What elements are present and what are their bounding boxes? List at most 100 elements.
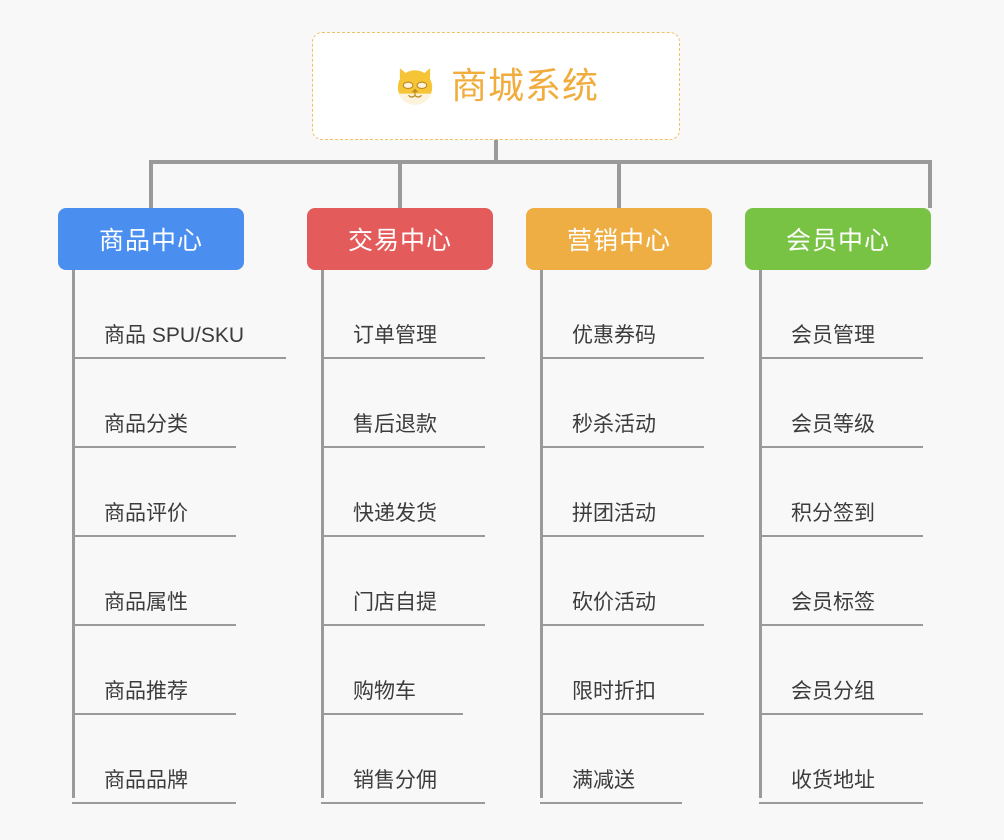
leaf-item[interactable]: 购物车 xyxy=(321,626,493,715)
leaf-underline xyxy=(72,802,236,804)
leaf-item-label: 会员标签 xyxy=(791,591,875,614)
leaf-underline xyxy=(540,802,682,804)
leaf-item-label: 门店自提 xyxy=(353,591,437,614)
leaf-item[interactable]: 限时折扣 xyxy=(540,626,712,715)
category-header-label: 营销中心 xyxy=(566,227,671,255)
connector-drop-col-0 xyxy=(149,160,153,208)
leaf-underline xyxy=(540,713,704,715)
leaf-underline xyxy=(321,802,485,804)
leaf-item-label: 销售分佣 xyxy=(353,769,437,792)
leaf-item[interactable]: 商品评价 xyxy=(72,448,244,537)
leaf-item-label: 优惠券码 xyxy=(572,324,656,347)
leaf-underline xyxy=(72,535,236,537)
leaf-item[interactable]: 会员管理 xyxy=(759,270,931,359)
category-header-trade[interactable]: 交易中心 xyxy=(307,208,493,270)
leaf-item[interactable]: 秒杀活动 xyxy=(540,359,712,448)
category-header-marketing[interactable]: 营销中心 xyxy=(526,208,712,270)
leaf-item[interactable]: 拼团活动 xyxy=(540,448,712,537)
category-header-label: 会员中心 xyxy=(785,227,890,255)
leaf-item[interactable]: 订单管理 xyxy=(321,270,493,359)
leaf-item[interactable]: 满减送 xyxy=(540,715,712,804)
leaf-item[interactable]: 商品品牌 xyxy=(72,715,244,804)
category-column-product: 商品中心 商品 SPU/SKU 商品分类 商品评价 商品属性 商品推荐 xyxy=(58,208,286,804)
root-node-label: 商城系统 xyxy=(450,65,599,106)
leaf-underline xyxy=(321,357,485,359)
leaf-item[interactable]: 售后退款 xyxy=(321,359,493,448)
leaf-underline xyxy=(540,357,704,359)
leaf-group-member: 会员管理 会员等级 积分签到 会员标签 会员分组 收货地址 xyxy=(759,270,931,804)
leaf-underline xyxy=(72,446,236,448)
leaf-underline xyxy=(759,802,923,804)
leaf-item-label: 商品分类 xyxy=(104,413,188,436)
category-header-member[interactable]: 会员中心 xyxy=(745,208,931,270)
dog-face-icon xyxy=(397,68,433,105)
leaf-item[interactable]: 商品属性 xyxy=(72,537,244,626)
leaf-item[interactable]: 销售分佣 xyxy=(321,715,493,804)
leaf-item[interactable]: 商品推荐 xyxy=(72,626,244,715)
leaf-item[interactable]: 门店自提 xyxy=(321,537,493,626)
leaf-item-label: 会员管理 xyxy=(791,324,875,347)
category-header-label: 商品中心 xyxy=(98,227,203,255)
leaf-underline xyxy=(759,535,923,537)
leaf-underline xyxy=(759,713,923,715)
category-header-label: 交易中心 xyxy=(347,227,452,255)
leaf-item[interactable]: 快递发货 xyxy=(321,448,493,537)
leaf-item[interactable]: 优惠券码 xyxy=(540,270,712,359)
trunk-line-marketing xyxy=(540,270,543,798)
leaf-group-marketing: 优惠券码 秒杀活动 拼团活动 砍价活动 限时折扣 满减送 xyxy=(540,270,712,804)
leaf-item-label: 快递发货 xyxy=(353,502,437,525)
trunk-line-trade xyxy=(321,270,324,798)
leaf-item-label: 售后退款 xyxy=(353,413,437,436)
leaf-item-label: 积分签到 xyxy=(791,502,875,525)
connector-drop-col-1 xyxy=(398,160,402,208)
root-node-mall-system[interactable]: 商城系统 xyxy=(312,32,680,140)
leaf-underline xyxy=(321,446,485,448)
leaf-item[interactable]: 会员标签 xyxy=(759,537,931,626)
leaf-item-label: 商品属性 xyxy=(104,591,188,614)
connector-root-stem xyxy=(494,140,498,163)
category-column-marketing: 营销中心 优惠券码 秒杀活动 拼团活动 砍价活动 限时折扣 xyxy=(526,208,712,804)
leaf-group-trade: 订单管理 售后退款 快递发货 门店自提 购物车 销售分佣 xyxy=(321,270,493,804)
leaf-underline xyxy=(321,624,485,626)
leaf-underline xyxy=(540,624,704,626)
leaf-item-label: 会员分组 xyxy=(791,680,875,703)
leaf-item-label: 商品品牌 xyxy=(104,769,188,792)
leaf-item[interactable]: 商品分类 xyxy=(72,359,244,448)
leaf-item-label: 购物车 xyxy=(353,680,416,703)
leaf-underline xyxy=(321,713,463,715)
leaf-underline xyxy=(540,535,704,537)
trunk-line-product xyxy=(72,270,75,798)
leaf-item-label: 满减送 xyxy=(572,769,635,792)
leaf-item[interactable]: 会员分组 xyxy=(759,626,931,715)
leaf-item[interactable]: 积分签到 xyxy=(759,448,931,537)
leaf-item-label: 限时折扣 xyxy=(572,680,656,703)
leaf-underline xyxy=(540,446,704,448)
leaf-item-label: 收货地址 xyxy=(791,769,875,792)
trunk-line-member xyxy=(759,270,762,798)
leaf-item[interactable]: 会员等级 xyxy=(759,359,931,448)
category-column-trade: 交易中心 订单管理 售后退款 快递发货 门店自提 购物车 xyxy=(307,208,493,804)
leaf-underline xyxy=(72,357,286,359)
category-header-product[interactable]: 商品中心 xyxy=(58,208,244,270)
leaf-underline xyxy=(321,535,485,537)
category-column-member: 会员中心 会员管理 会员等级 积分签到 会员标签 会员分组 xyxy=(745,208,931,804)
connector-bus xyxy=(149,160,932,164)
leaf-underline xyxy=(72,624,236,626)
leaf-item[interactable]: 商品 SPU/SKU xyxy=(72,270,286,359)
leaf-item[interactable]: 收货地址 xyxy=(759,715,931,804)
leaf-item-label: 秒杀活动 xyxy=(572,413,656,436)
leaf-item-label: 会员等级 xyxy=(791,413,875,436)
leaf-underline xyxy=(759,624,923,626)
leaf-item-label: 商品评价 xyxy=(104,502,188,525)
leaf-item-label: 砍价活动 xyxy=(572,591,656,614)
leaf-item-label: 商品推荐 xyxy=(104,680,188,703)
leaf-item-label: 订单管理 xyxy=(353,324,437,347)
leaf-underline xyxy=(72,713,236,715)
leaf-group-product: 商品 SPU/SKU 商品分类 商品评价 商品属性 商品推荐 商品品牌 xyxy=(72,270,286,804)
leaf-item-label: 商品 SPU/SKU xyxy=(104,324,245,347)
leaf-item-label: 拼团活动 xyxy=(572,502,656,525)
connector-drop-col-2 xyxy=(617,160,621,208)
leaf-underline xyxy=(759,357,923,359)
leaf-item[interactable]: 砍价活动 xyxy=(540,537,712,626)
